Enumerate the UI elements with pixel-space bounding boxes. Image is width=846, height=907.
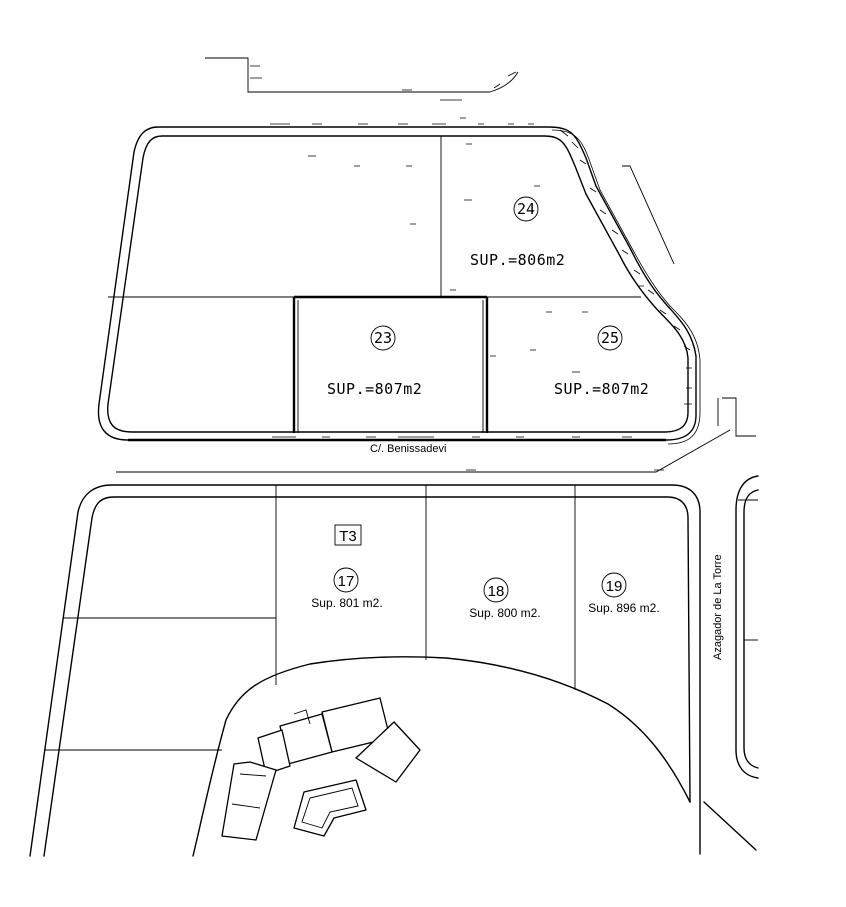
pool — [293, 779, 367, 837]
lot-25: 25 SUP.=807m2 — [554, 325, 649, 398]
lot-23-number: 23 — [374, 329, 392, 347]
lot-19-number: 19 — [606, 578, 623, 595]
lot-24-area: SUP.=806m2 — [470, 251, 565, 269]
street-centerline — [116, 429, 731, 473]
building-east — [355, 721, 421, 783]
building-west — [257, 729, 291, 775]
boundary-ticks — [270, 117, 692, 438]
lot-17-number: 17 — [338, 573, 355, 590]
upper-plot-lines — [108, 136, 641, 433]
survey-line-top — [205, 57, 519, 101]
lot-25-number: 25 — [601, 329, 619, 347]
survey-line-right — [622, 165, 756, 437]
lot-25-area: SUP.=807m2 — [554, 380, 649, 398]
building-wing-1 — [221, 761, 277, 841]
lot-24: 24 SUP.=806m2 — [470, 196, 565, 269]
street-label-benissadevi: C/. Benissadevi — [370, 443, 446, 455]
lot-17-area: Sup. 801 m2. — [311, 596, 382, 610]
lot-18-number: 18 — [488, 583, 505, 600]
lot-17: 17 Sup. 801 m2. — [311, 567, 383, 610]
street-label-azagador: Azagador de La Torre — [712, 554, 724, 660]
lot-23-area: SUP.=807m2 — [327, 380, 422, 398]
lot-19-area: Sup. 896 m2. — [588, 601, 659, 615]
lower-block — [29, 484, 701, 857]
buildings — [221, 697, 421, 841]
lot-23: 23 SUP.=807m2 — [327, 325, 422, 398]
lot-24-number: 24 — [517, 200, 535, 218]
side-road — [703, 475, 759, 851]
lot-18-area: Sup. 800 m2. — [469, 606, 540, 620]
lot-19: 19 Sup. 896 m2. — [588, 572, 660, 615]
zone-t3-label: T3 — [339, 528, 357, 545]
upper-block — [97, 126, 701, 445]
zone-t3: T3 — [334, 524, 362, 546]
lower-lot-boundary-curve — [192, 656, 691, 857]
lot-18: 18 Sup. 800 m2. — [469, 577, 541, 620]
